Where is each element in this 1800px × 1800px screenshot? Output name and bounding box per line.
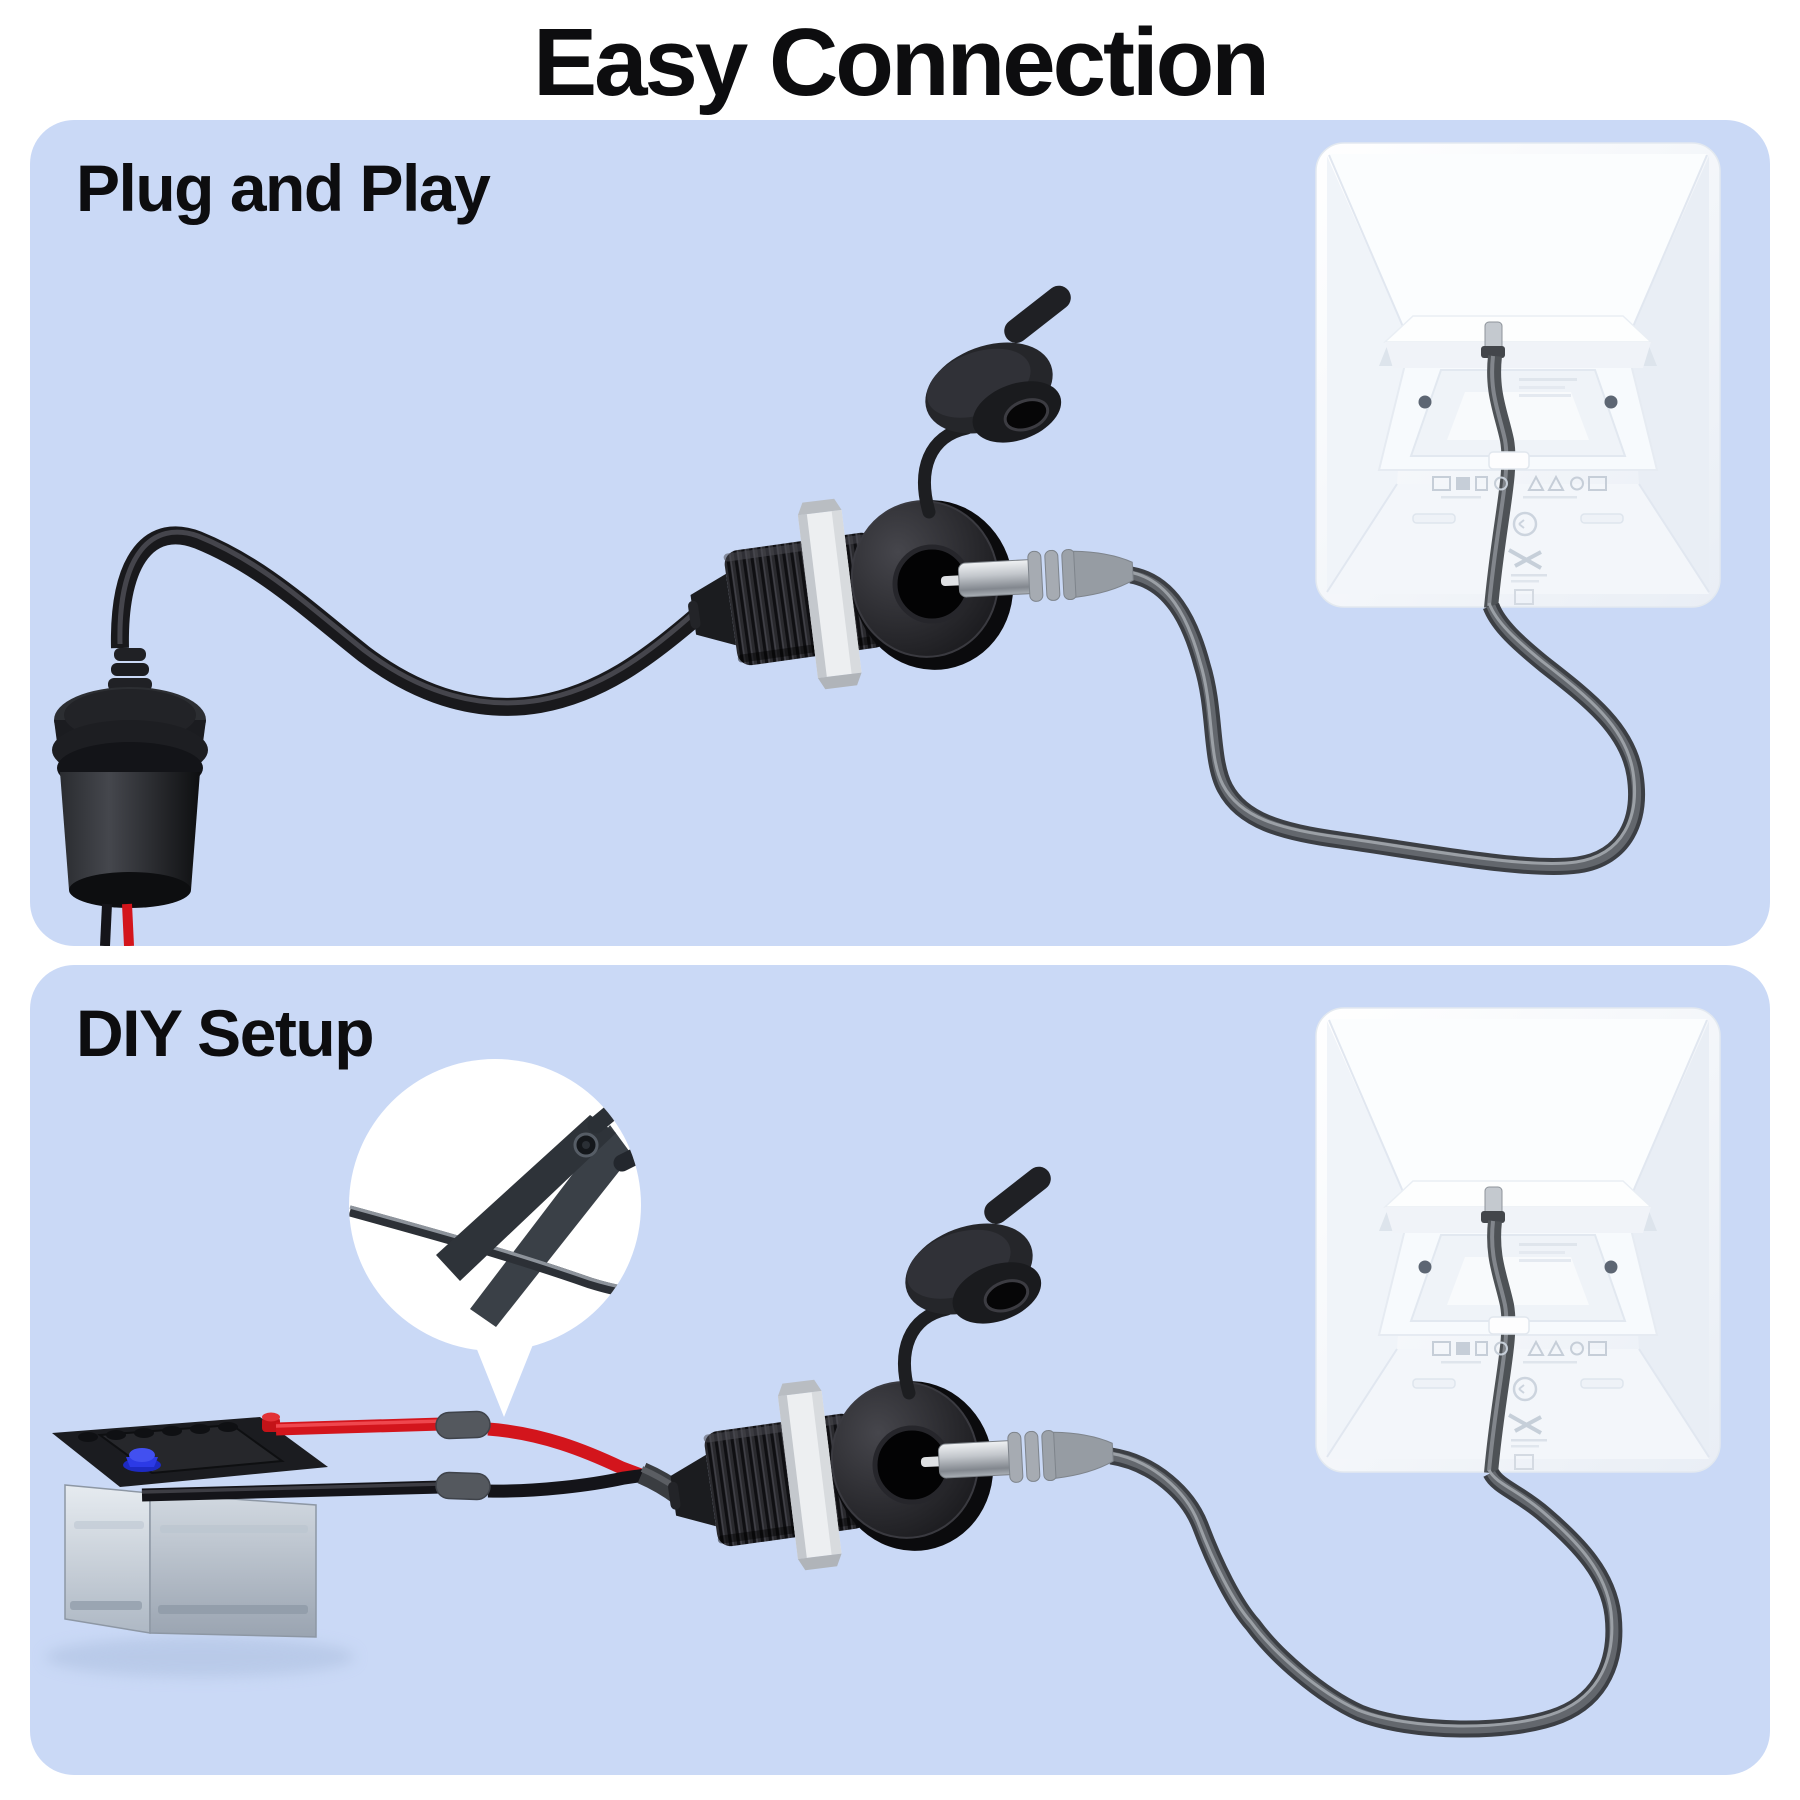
flush-mount-connector (661, 1159, 1094, 1571)
car-battery (45, 1412, 355, 1677)
red-lead-wire (122, 903, 134, 946)
gray-antenna-cable (1128, 566, 1645, 875)
gray-antenna-cable (1108, 1447, 1623, 1738)
scissors-blade-lower (470, 1125, 632, 1327)
scissors-handle (587, 1059, 641, 1134)
battery-positive-terminal (262, 1412, 280, 1432)
black-power-cable (110, 526, 703, 716)
panel-heading-diy-setup: DIY Setup (76, 996, 375, 1070)
page-title: Easy Connection (533, 9, 1270, 116)
panel-plug-and-play: Plug and Play (30, 120, 1770, 946)
splice-sleeve-black (435, 1471, 491, 1501)
scissors-blade-upper (436, 1115, 616, 1281)
splice-sleeve-red (435, 1410, 491, 1440)
flush-mount-connector (681, 278, 1114, 690)
red-positive-wire (275, 1417, 443, 1436)
wire-cutting-bubble (349, 1059, 641, 1417)
plug-and-play-illustration (52, 120, 1770, 946)
battery-negative-terminal (123, 1448, 161, 1472)
black-negative-wire (141, 1480, 443, 1502)
panel-heading-plug-and-play: Plug and Play (76, 151, 491, 225)
antenna-back (1316, 143, 1720, 608)
scissors-handle (613, 1112, 641, 1172)
antenna-back (1316, 1008, 1720, 1473)
black-lead-wire (100, 903, 112, 946)
socket-adapter (52, 526, 703, 946)
diy-setup-illustration (45, 965, 1770, 1738)
panel-diy-setup: DIY Setup (30, 965, 1770, 1775)
